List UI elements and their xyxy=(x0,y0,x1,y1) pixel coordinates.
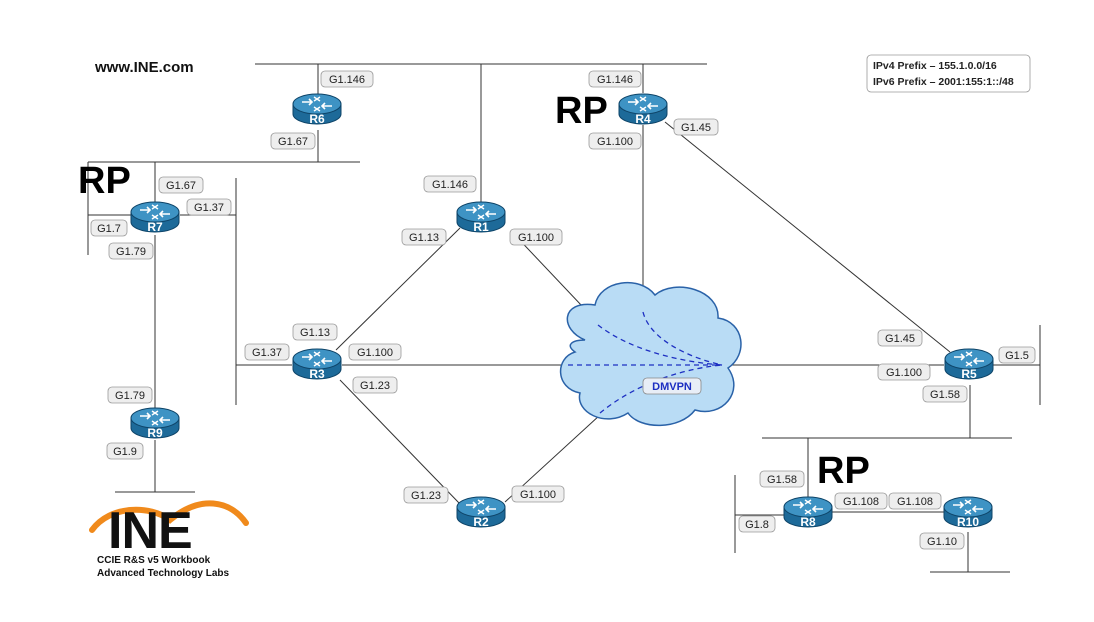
logo-line1: CCIE R&S v5 Workbook xyxy=(97,555,211,566)
router-r9-name: R9 xyxy=(147,426,163,440)
logo-line2: Advanced Technology Labs xyxy=(97,568,229,579)
iface-label-text: G1.58 xyxy=(767,474,797,486)
iface-label-text: G1.100 xyxy=(518,232,554,244)
router-r10-name: R10 xyxy=(957,515,979,529)
iface-label: G1.45 xyxy=(673,118,719,136)
rp-marker-r7: RP xyxy=(78,160,131,202)
iface-label-text: G1.67 xyxy=(278,136,308,148)
iface-label-text: G1.108 xyxy=(843,496,879,508)
logo-wordmark: INE xyxy=(108,502,192,560)
iface-label: G1.100 xyxy=(588,132,642,150)
router-r4-name: R4 xyxy=(635,112,651,126)
dmvpn-cloud: DMVPN xyxy=(559,281,742,427)
iface-label-text: G1.100 xyxy=(886,367,922,379)
iface-label: G1.58 xyxy=(759,470,805,488)
iface-label: G1.67 xyxy=(270,132,316,150)
router-r9[interactable]: R9 xyxy=(130,407,180,440)
iface-label: G1.13 xyxy=(292,323,338,341)
iface-label: G1.146 xyxy=(320,70,374,88)
link-r4-r5 xyxy=(664,121,951,353)
iface-label-text: G1.146 xyxy=(597,74,633,86)
interface-labels: G1.146 G1.67 G1.146 G1.100 G1.45 G1.67 G… xyxy=(90,70,1036,550)
iface-label-text: G1.146 xyxy=(432,179,468,191)
router-r3[interactable]: R3 xyxy=(292,348,342,381)
iface-label-text: G1.37 xyxy=(194,202,224,214)
iface-label: G1.10 xyxy=(919,532,965,550)
iface-label: G1.146 xyxy=(588,70,642,88)
iface-label: G1.58 xyxy=(922,385,968,403)
iface-label: G1.45 xyxy=(877,329,923,347)
iface-label: G1.100 xyxy=(509,228,563,246)
iface-label: G1.146 xyxy=(423,175,477,193)
iface-label: G1.67 xyxy=(158,176,204,194)
iface-label-text: G1.13 xyxy=(409,232,439,244)
iface-label-text: G1.67 xyxy=(166,180,196,192)
iface-label: G1.23 xyxy=(403,486,449,504)
iface-label: G1.37 xyxy=(244,343,290,361)
iface-label: G1.5 xyxy=(998,346,1036,364)
iface-label-text: G1.23 xyxy=(411,490,441,502)
router-r5-name: R5 xyxy=(961,367,977,381)
router-r1[interactable]: R1 xyxy=(456,201,506,234)
router-r8[interactable]: R8 xyxy=(783,496,833,529)
router-r3-name: R3 xyxy=(309,367,325,381)
iface-label-text: G1.100 xyxy=(520,489,556,501)
iface-label-text: G1.7 xyxy=(97,223,121,235)
iface-label-text: G1.10 xyxy=(927,536,957,548)
rp-marker-r4: RP xyxy=(555,90,608,132)
ipv6-prefix: IPv6 Prefix – 2001:155:1::/48 xyxy=(873,76,1014,88)
iface-label-text: G1.108 xyxy=(897,496,933,508)
router-r7[interactable]: R7 xyxy=(130,201,180,234)
router-r7-name: R7 xyxy=(147,220,163,234)
iface-label-text: G1.100 xyxy=(357,347,393,359)
iface-label-text: G1.58 xyxy=(930,389,960,401)
prefix-box: IPv4 Prefix – 155.1.0.0/16 IPv6 Prefix –… xyxy=(866,54,1031,93)
iface-label-text: G1.13 xyxy=(300,327,330,339)
iface-label: G1.37 xyxy=(186,198,232,216)
router-r2[interactable]: R2 xyxy=(456,496,506,529)
router-r6-name: R6 xyxy=(309,112,325,126)
router-r1-name: R1 xyxy=(473,220,489,234)
router-r2-name: R2 xyxy=(473,515,489,529)
logo-swoosh xyxy=(89,500,249,533)
iface-label-text: G1.100 xyxy=(597,136,633,148)
iface-label-text: G1.9 xyxy=(113,446,137,458)
router-r8-name: R8 xyxy=(800,515,816,529)
site-url: www.INE.com xyxy=(94,59,194,76)
rp-marker-r8: RP xyxy=(817,450,870,492)
router-r5[interactable]: R5 xyxy=(944,348,994,381)
iface-label-text: G1.23 xyxy=(360,380,390,392)
dmvpn-label: DMVPN xyxy=(652,381,692,393)
iface-label: G1.23 xyxy=(352,376,398,394)
iface-label-text: G1.5 xyxy=(1005,350,1029,362)
iface-label-text: G1.45 xyxy=(681,122,711,134)
iface-label-text: G1.45 xyxy=(885,333,915,345)
iface-label: G1.100 xyxy=(348,343,402,361)
iface-label: G1.100 xyxy=(511,485,565,503)
iface-label: G1.108 xyxy=(888,492,942,510)
iface-label: G1.79 xyxy=(107,386,153,404)
iface-label: G1.13 xyxy=(401,228,447,246)
router-r10[interactable]: R10 xyxy=(943,496,993,529)
iface-label-text: G1.37 xyxy=(252,347,282,359)
link-r1-r3 xyxy=(335,227,461,351)
iface-label: G1.7 xyxy=(90,219,128,237)
router-r4[interactable]: R4 xyxy=(618,93,668,126)
ipv4-prefix: IPv4 Prefix – 155.1.0.0/16 xyxy=(873,60,997,72)
link-r3-r2 xyxy=(339,379,461,505)
iface-label: G1.79 xyxy=(108,242,154,260)
iface-label: G1.108 xyxy=(834,492,888,510)
iface-label-text: G1.79 xyxy=(116,246,146,258)
ine-logo: INE CCIE R&S v5 Workbook Advanced Techno… xyxy=(89,500,249,579)
iface-label-text: G1.79 xyxy=(115,390,145,402)
iface-label: G1.9 xyxy=(106,442,144,460)
router-r6[interactable]: R6 xyxy=(292,93,342,126)
iface-label-text: G1.8 xyxy=(745,519,769,531)
iface-label: G1.8 xyxy=(738,515,776,533)
iface-label: G1.100 xyxy=(877,363,931,381)
iface-label-text: G1.146 xyxy=(329,74,365,86)
